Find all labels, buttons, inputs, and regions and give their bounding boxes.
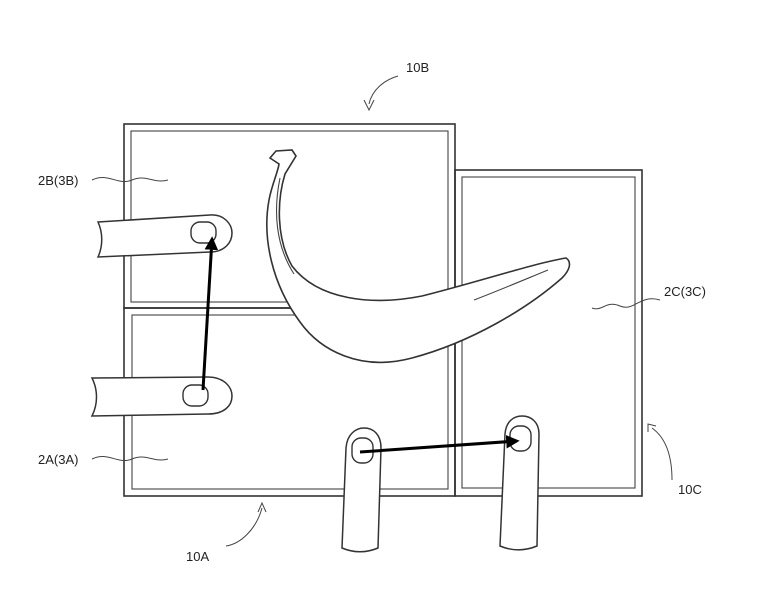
leader-screen-2b	[91, 176, 169, 182]
ref-arrow-10c	[647, 423, 673, 481]
fingernail-bottom-right	[509, 425, 532, 452]
label-2c-3c: 2C(3C)	[664, 284, 706, 299]
finger-top-left	[96, 214, 233, 258]
finger-middle-left-shape	[90, 376, 233, 417]
swipe-arrow-up	[201, 236, 219, 391]
banana-shape	[266, 149, 571, 364]
ref-arrow-10b	[363, 75, 399, 112]
device-10c	[454, 169, 643, 497]
screen-2c-border	[461, 176, 636, 489]
banana-peel-line	[473, 269, 549, 301]
label-2a-3a: 2A(3A)	[38, 452, 78, 467]
label-2b-3b: 2B(3B)	[38, 173, 78, 188]
finger-bottom-right-shape	[499, 415, 540, 551]
leader-screen-2a	[91, 455, 169, 461]
finger-bottom-right	[499, 415, 540, 551]
label-10c: 10C	[678, 482, 702, 497]
banana-ridge-line	[276, 177, 295, 275]
label-10a: 10A	[186, 549, 209, 564]
finger-middle-left	[90, 376, 233, 417]
device-10c-outer-frame	[454, 169, 643, 497]
finger-bottom-middle	[341, 427, 382, 553]
banana-image	[266, 149, 571, 364]
label-10b: 10B	[406, 60, 429, 75]
leader-screen-2c	[591, 298, 661, 310]
ref-arrow-10a	[225, 501, 267, 547]
swipe-arrow-right	[359, 435, 520, 454]
fingernail-middle-left	[182, 384, 209, 407]
